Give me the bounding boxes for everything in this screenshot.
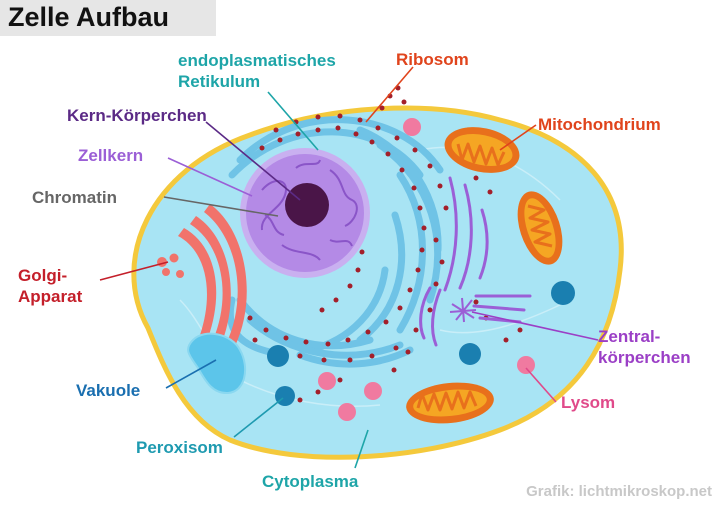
label-cytoplasma: Cytoplasma bbox=[262, 472, 359, 491]
centrosome bbox=[419, 176, 532, 347]
lysosome bbox=[338, 403, 356, 421]
ribosomes bbox=[247, 85, 523, 403]
mitochondrion-top bbox=[444, 127, 520, 173]
label-mitochondrium: Mitochondrium bbox=[538, 115, 661, 134]
label-ribosom: Ribosom bbox=[396, 50, 469, 69]
chromatin-strands bbox=[260, 159, 358, 261]
page-title: Zelle Aufbau bbox=[8, 2, 170, 32]
mitochondrion-right bbox=[517, 191, 563, 265]
lysosome bbox=[364, 382, 382, 400]
label-peroxisom: Peroxisom bbox=[136, 438, 223, 457]
label-lysom: Lysom bbox=[561, 393, 616, 412]
golgi-apparatus bbox=[157, 204, 247, 346]
nucleolus bbox=[285, 183, 329, 227]
peroxisome bbox=[267, 345, 289, 367]
label-kern-koerperchen: Kern-Körperchen bbox=[67, 106, 207, 125]
label-zentralkoerperchen: Zentral- körperchen bbox=[598, 327, 691, 367]
lysosome bbox=[403, 118, 421, 136]
lysosome bbox=[517, 356, 535, 374]
lysosome bbox=[318, 372, 336, 390]
peroxisome bbox=[551, 281, 575, 305]
endoplasmic-reticulum bbox=[226, 116, 444, 368]
label-zellkern: Zellkern bbox=[78, 146, 144, 165]
image-credit: Grafik: lichtmikroskop.net bbox=[526, 483, 712, 500]
label-vakuole: Vakuole bbox=[76, 381, 141, 400]
mitochondrion-bottom bbox=[406, 382, 494, 424]
centriole bbox=[449, 297, 477, 323]
leader-lines bbox=[99, 66, 599, 469]
peroxisome bbox=[459, 343, 481, 365]
vacuole bbox=[187, 332, 247, 395]
label-golgi: Golgi- Apparat bbox=[18, 266, 83, 306]
label-chromatin: Chromatin bbox=[32, 188, 117, 207]
label-er: endoplasmatisches Retikulum bbox=[178, 51, 336, 91]
title-bar bbox=[0, 0, 216, 36]
